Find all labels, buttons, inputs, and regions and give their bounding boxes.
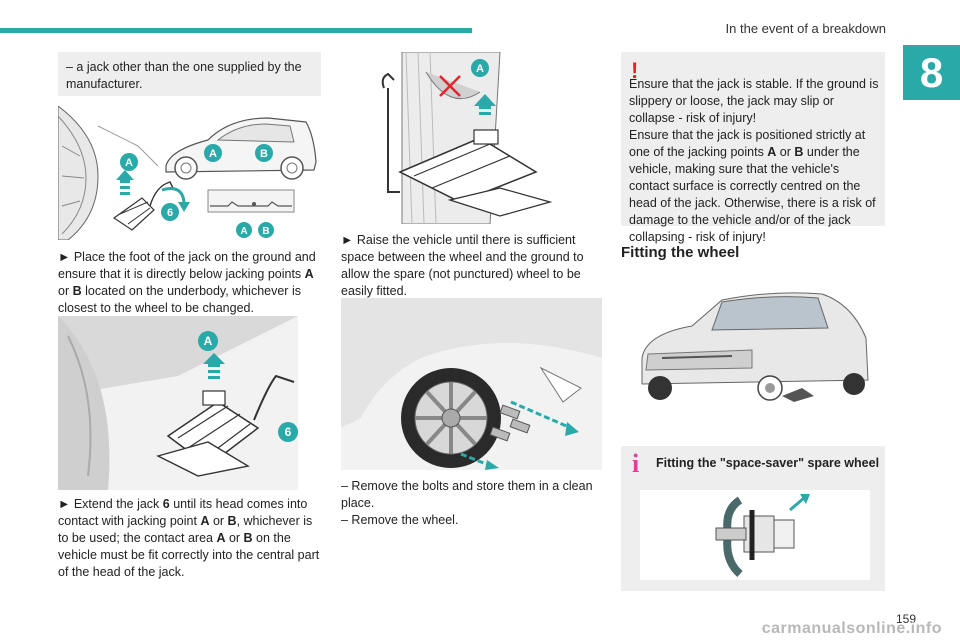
step-extend-jack: ► Extend the jack 6 until its head comes… — [58, 496, 323, 581]
svg-text:A: A — [209, 148, 217, 160]
spare-wheel-bolt-illustration — [715, 494, 810, 578]
svg-text:6: 6 — [285, 425, 292, 439]
svg-text:B: B — [262, 226, 269, 237]
header-title: In the event of a breakdown — [725, 21, 886, 36]
step1-suffix: located on the underbody, whichever is c… — [58, 284, 301, 315]
note-text: – a jack other than the one supplied by … — [66, 60, 302, 91]
remove-bolts-illustration — [341, 298, 602, 470]
badge-a-4: A — [198, 331, 218, 351]
step1-prefix: ► Place the foot of the jack on the grou… — [58, 250, 316, 281]
figure-jack-extend: A 6 — [58, 316, 298, 490]
point-b-label-2: B — [227, 514, 237, 528]
svg-text:A: A — [240, 226, 247, 237]
step-place-jack: ► Place the foot of the jack on the grou… — [58, 249, 323, 317]
step-raise-vehicle: ► Raise the vehicle until there is suffi… — [341, 233, 584, 298]
or-text-2: or — [209, 514, 228, 528]
figure-spare-wheel — [640, 490, 870, 580]
figure-car-lifted — [632, 284, 872, 404]
info-icon: i — [632, 449, 640, 478]
point-a-label: A — [304, 267, 314, 281]
page-number: 159 — [895, 612, 916, 626]
step-remove-wheel: – Remove the wheel. — [341, 513, 459, 527]
car-lifted-illustration — [641, 292, 869, 402]
figure-remove-bolts — [341, 298, 602, 470]
jack-number: 6 — [162, 497, 170, 511]
warning-prefix: Ensure that the jack is stable. If the g… — [629, 77, 879, 159]
badge-6-2: 6 — [278, 422, 298, 442]
note-box — [58, 52, 321, 96]
step-remove-bolts: – Remove the bolts and store them in a c… — [341, 479, 593, 510]
chapter-tab: 8 — [903, 45, 960, 100]
figure-jack-position: A A B 6 A B — [57, 104, 321, 241]
warning-box — [621, 52, 885, 226]
header-accent-bar — [0, 28, 472, 33]
car-side-view — [165, 117, 317, 180]
svg-text:6: 6 — [167, 207, 173, 219]
jack-small — [112, 181, 175, 231]
warning-text: Ensure that the jack is stable. If the g… — [629, 59, 881, 246]
warning-point-a: A — [767, 145, 777, 159]
step2-mid3: on the vehicle must be fit correctly int… — [58, 531, 320, 579]
step2-prefix: ► Extend the jack — [58, 497, 163, 511]
warning-or: or — [776, 145, 795, 159]
info-title: Fitting the "space-saver" spare wheel — [656, 456, 880, 470]
point-a-label-2: A — [200, 514, 210, 528]
raise-vehicle-illustration: A — [381, 51, 553, 225]
or-text-3: or — [225, 531, 244, 545]
badge-a-2: A — [204, 144, 222, 162]
point-a-label-3: A — [216, 531, 226, 545]
or-text: or — [58, 284, 73, 298]
badge-a-1: A — [120, 153, 138, 171]
warning-mid: under the vehicle, making sure that the … — [629, 145, 876, 244]
warning-point-b: B — [794, 145, 804, 159]
site-watermark: carmanualsonline.info — [761, 620, 942, 637]
badge-b-1: B — [255, 144, 273, 162]
jack-position-illustration: A A B 6 A B — [57, 104, 317, 241]
underbody-strip — [207, 189, 295, 213]
badge-6-1: 6 — [161, 203, 179, 221]
point-b-label-3: B — [243, 531, 253, 545]
lift-arrow — [116, 170, 134, 195]
badge-a-3: A — [236, 222, 252, 238]
svg-text:A: A — [476, 63, 484, 75]
step2-mid1: until its head comes into contact with j… — [58, 497, 308, 528]
badge-a-5: A — [471, 59, 489, 77]
svg-text:A: A — [204, 334, 213, 348]
step2-mid2: , whichever is to be used; the contact a… — [58, 514, 313, 545]
svg-text:A: A — [125, 157, 133, 169]
point-b-label: B — [72, 284, 82, 298]
warning-icon: ! — [631, 58, 639, 83]
section-title-fitting-wheel: Fitting the wheel — [621, 244, 740, 261]
figure-raise-vehicle: A — [340, 51, 602, 225]
tyre-closeup — [57, 104, 159, 241]
jack-extend-illustration: A 6 — [58, 316, 298, 490]
chapter-number: 8 — [919, 49, 944, 96]
badge-b-2: B — [258, 222, 274, 238]
svg-text:B: B — [260, 148, 268, 160]
